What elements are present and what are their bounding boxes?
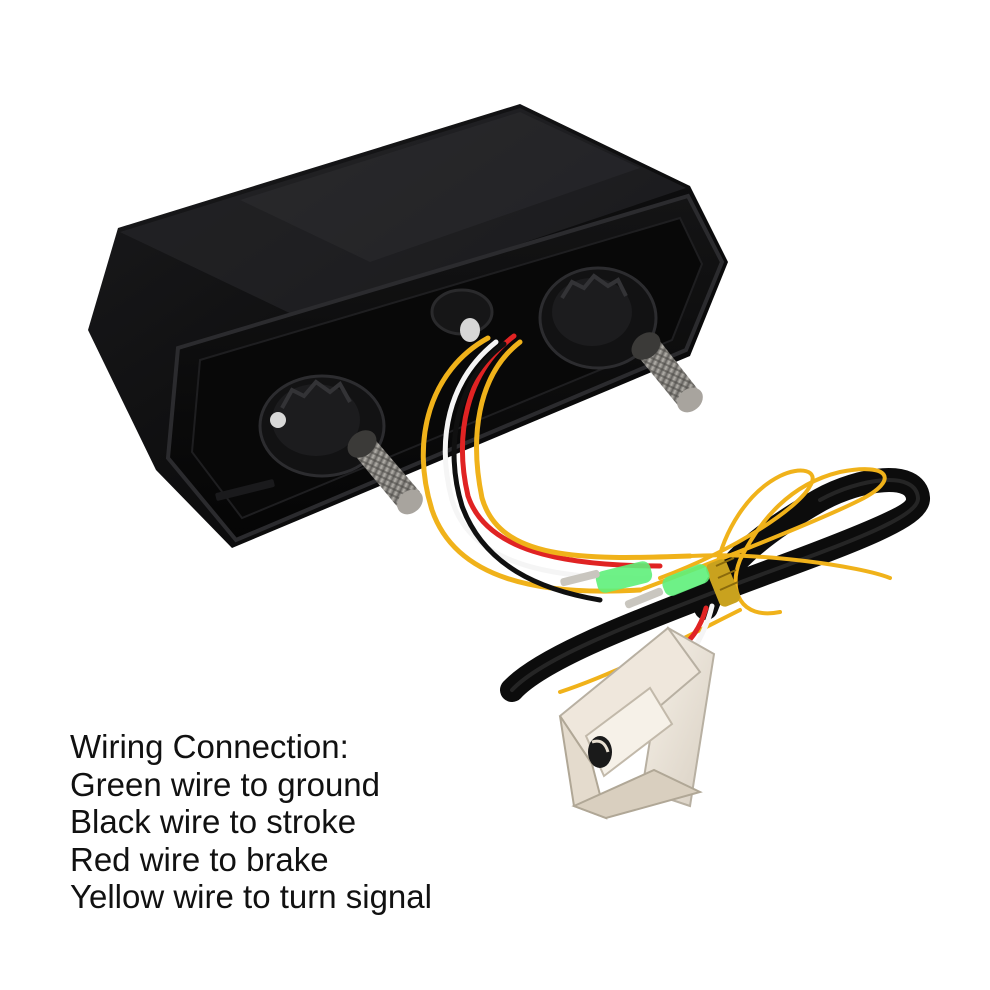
wire-connector — [558, 626, 716, 820]
mount-boss-right — [538, 266, 658, 370]
caption-line-green: Green wire to ground — [70, 765, 381, 803]
wire-bundle — [420, 333, 693, 603]
wiring-connection-caption: Wiring Connection: Green wire to ground … — [70, 728, 590, 916]
wire-grommet — [430, 288, 494, 342]
caption-line-black: Black wire to stroke — [70, 803, 357, 840]
spade-terminal-1 — [560, 561, 653, 593]
caption-title: Wiring Connection: — [70, 728, 349, 765]
threaded-stud-left — [347, 430, 423, 515]
gold-wire-tie — [705, 557, 741, 607]
caption-line-yellow: Yellow wire to turn signal — [70, 878, 432, 915]
spade-terminal-2 — [624, 564, 710, 609]
threaded-stud-right — [631, 332, 703, 413]
caption-line-red: Red wire to brake — [70, 840, 329, 878]
black-cable-loop — [500, 468, 930, 702]
